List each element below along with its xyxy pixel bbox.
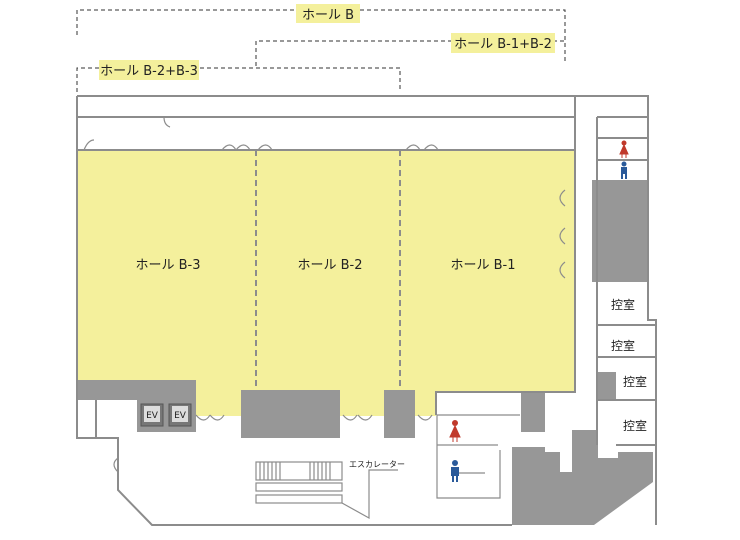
female-restroom-icon [619, 140, 629, 158]
waiting-room-label: 控室 [611, 297, 635, 312]
hall-b3-label: ホール B-3 [135, 258, 200, 273]
bracket-label-hall-b: ホール B [302, 8, 354, 23]
doors [83, 116, 566, 473]
elevator-2: EV [168, 403, 192, 427]
waiting-room-label: 控室 [623, 418, 647, 433]
bracket-hall-b: ホール B [76, 4, 566, 63]
bracket-label-hall-b2-b3: ホール B-2+B-3 [100, 64, 198, 79]
hall-area [78, 150, 575, 416]
female-restroom-icon [449, 420, 461, 442]
elevator-label: EV [146, 411, 159, 421]
waiting-room-label: 控室 [611, 338, 635, 353]
walls [76, 95, 657, 526]
waiting-room-label: 控室 [623, 374, 647, 389]
bracket-label-hall-b1-b2: ホール B-1+B-2 [454, 37, 552, 52]
escalator-label: エスカレーター [349, 460, 405, 469]
bracket-hall-b1-b2: ホール B-1+B-2 [255, 33, 565, 66]
elevator-label: EV [174, 411, 187, 421]
hall-b2-label: ホール B-2 [297, 258, 362, 273]
male-restroom-icon [451, 460, 459, 482]
hall-b1-label: ホール B-1 [450, 258, 515, 273]
elevator-1: EV [140, 403, 164, 427]
male-restroom-icon [621, 161, 627, 179]
bracket-hall-b2-b3: ホール B-2+B-3 [76, 60, 401, 92]
escalator: エスカレーター [255, 460, 405, 520]
